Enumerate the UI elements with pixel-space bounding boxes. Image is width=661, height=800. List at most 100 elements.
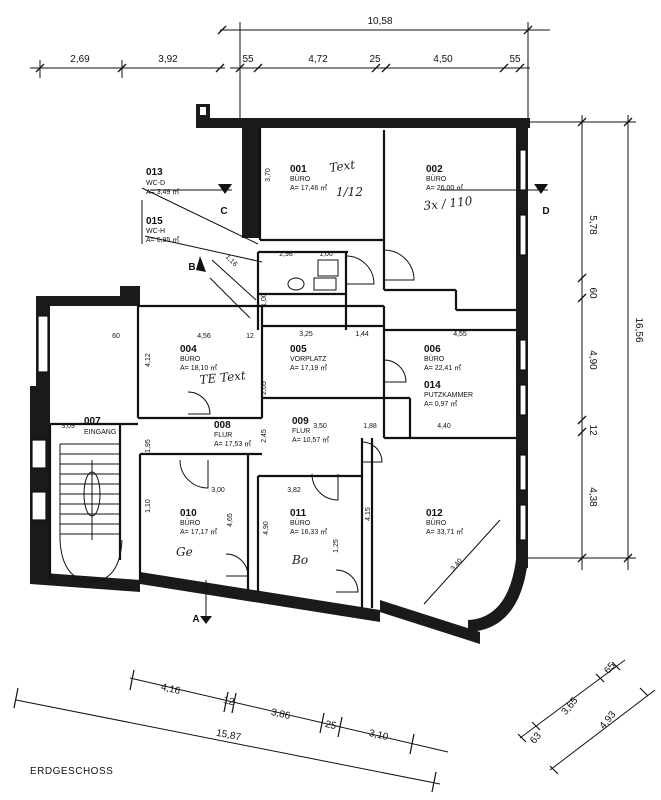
door-swings xyxy=(179,249,415,593)
room-number: 001 xyxy=(290,164,307,175)
dim-int-9: 1,44 xyxy=(355,331,369,338)
dim-int-1: 3,70 xyxy=(265,168,272,182)
room-009: 009 FLUR A= 10,57 ㎡ xyxy=(292,416,329,444)
dim-right-3: 4,90 xyxy=(587,350,598,370)
dim-right-total: 16,56 xyxy=(633,317,644,342)
room-area: A= 17,17 ㎡ xyxy=(180,528,217,536)
room-use: VORPLATZ xyxy=(290,356,327,363)
room-008: 008 FLUR A= 17,53 ㎡ xyxy=(214,420,251,448)
room-005: 005 VORPLATZ A= 17,19 ㎡ xyxy=(290,344,327,372)
room-014: 014 PUTZKAMMER A= 0,97 ㎡ xyxy=(424,380,473,408)
room-number: 010 xyxy=(180,508,197,519)
dim-top-left-2: 3,92 xyxy=(158,54,178,65)
top-dimension-lines xyxy=(30,22,550,120)
room-area: A= 10,57 ㎡ xyxy=(292,436,329,444)
handwritten-notes: Text 1/12 3x / 110 TE Text Ge Bo xyxy=(176,157,473,567)
wc-fixtures xyxy=(287,259,339,291)
room-area: A= 26,00 ㎡ xyxy=(426,184,463,192)
section-label-c: C xyxy=(220,206,227,217)
room-013: 013 WC-D A= 3,49 ㎡ xyxy=(146,167,179,196)
room-number: 005 xyxy=(290,344,307,355)
room-use: BÜRO xyxy=(426,519,447,527)
dim-int-13: 2,45 xyxy=(261,429,268,443)
note-004: TE Text xyxy=(199,368,247,387)
dim-bottom-3: 3,86 xyxy=(270,707,292,722)
dim-int-4: 1,00 xyxy=(319,251,333,258)
room-012: 012 BÜRO A= 33,71 ㎡ xyxy=(426,508,463,536)
room-area: A= 33,71 ㎡ xyxy=(426,528,463,536)
room-use: BÜRO xyxy=(290,175,311,183)
dim-int-26: 1,25 xyxy=(333,539,340,553)
dim-int-6: 4,56 xyxy=(197,333,211,340)
room-number: 006 xyxy=(424,344,441,355)
dim-top-right-2: 4,72 xyxy=(308,54,328,65)
room-area: A= 6,95 ㎡ xyxy=(146,236,179,244)
room-use: BÜRO xyxy=(180,519,201,527)
dim-top-left-1: 2,69 xyxy=(70,54,90,65)
room-number: 012 xyxy=(426,508,443,519)
dim-bottom-total: 15,87 xyxy=(215,728,242,744)
bay-dimension-lines xyxy=(517,659,656,775)
room-area: A= 17,53 ㎡ xyxy=(214,440,251,448)
dim-top-right-3: 25 xyxy=(369,54,381,65)
inner-walls xyxy=(48,128,516,608)
room-use: FLUR xyxy=(214,432,232,439)
dim-int-25: 1,10 xyxy=(145,499,152,513)
dim-bottom-2: 12 xyxy=(222,695,236,708)
room-area: A= 18,10 ㎡ xyxy=(180,364,217,372)
note-text-001: Text xyxy=(328,157,356,174)
room-015: 015 WC-H A= 6,95 ㎡ xyxy=(146,216,179,244)
note-011: Bo xyxy=(291,553,308,567)
dim-int-7: 12 xyxy=(246,333,254,340)
room-004: 004 BÜRO A= 18,10 ㎡ xyxy=(180,344,217,372)
room-002: 002 BÜRO A= 26,00 ㎡ xyxy=(426,164,463,192)
dim-int-21: 4,65 xyxy=(227,513,234,527)
room-use: BÜRO xyxy=(180,355,201,363)
note-fraction-001: 1/12 xyxy=(336,185,363,199)
dim-int-5: 60 xyxy=(112,333,120,340)
room-use: BÜRO xyxy=(424,355,445,363)
right-dimension-lines xyxy=(520,115,636,570)
room-011: 011 BÜRO A= 16,33 ㎡ xyxy=(290,508,327,536)
dim-int-3: 2,98 xyxy=(279,251,293,258)
room-number: 009 xyxy=(292,416,309,427)
room-use: WC-D xyxy=(146,180,165,187)
dim-int-14: 3,09 xyxy=(61,423,75,430)
dim-right-2: 60 xyxy=(587,287,598,299)
room-area: A= 3,49 ㎡ xyxy=(146,188,179,196)
section-label-a: A xyxy=(192,614,199,625)
dim-top-total: 10,58 xyxy=(367,16,392,27)
room-number: 007 xyxy=(84,416,101,427)
room-number: 015 xyxy=(146,216,163,227)
dim-int-23: 4,15 xyxy=(365,507,372,521)
room-use: EINGANG xyxy=(84,429,116,436)
note-010: Ge xyxy=(176,545,193,559)
section-label-d: D xyxy=(542,206,549,217)
dim-int-16: 1,88 xyxy=(363,423,377,430)
dim-top-right-4: 4,50 xyxy=(433,54,453,65)
room-number: 014 xyxy=(424,380,441,391)
room-use: PUTZKAMMER xyxy=(424,392,473,399)
windows xyxy=(31,149,527,541)
room-number: 004 xyxy=(180,344,197,355)
leader-lines xyxy=(141,187,263,263)
dim-int-22: 4,90 xyxy=(263,521,270,535)
dim-bay-1: 63 xyxy=(528,730,544,746)
dim-top-right-5: 55 xyxy=(509,54,521,65)
floor-label: ERDGESCHOSS xyxy=(30,766,113,777)
room-010: 010 BÜRO A= 17,17 ㎡ xyxy=(180,508,217,536)
room-area: A= 17,46 ㎡ xyxy=(290,184,327,192)
dim-int-10: 4,55 xyxy=(453,331,467,338)
room-number: 011 xyxy=(290,508,307,519)
room-area: A= 17,19 ㎡ xyxy=(290,364,327,372)
note-002: 3x / 110 xyxy=(423,194,474,213)
room-area: A= 16,33 ㎡ xyxy=(290,528,327,536)
dim-int-12: 1,00 xyxy=(261,293,268,307)
dim-bay-3: 65 xyxy=(602,660,618,676)
room-use: WC-H xyxy=(146,228,165,235)
dim-int-8: 3,25 xyxy=(299,331,313,338)
dim-bottom-5: 3,10 xyxy=(368,728,390,743)
room-area: A= 22,41 ㎡ xyxy=(424,364,461,372)
dim-int-18: 3,50 xyxy=(313,423,327,430)
dim-bottom-1: 4,16 xyxy=(160,682,182,697)
